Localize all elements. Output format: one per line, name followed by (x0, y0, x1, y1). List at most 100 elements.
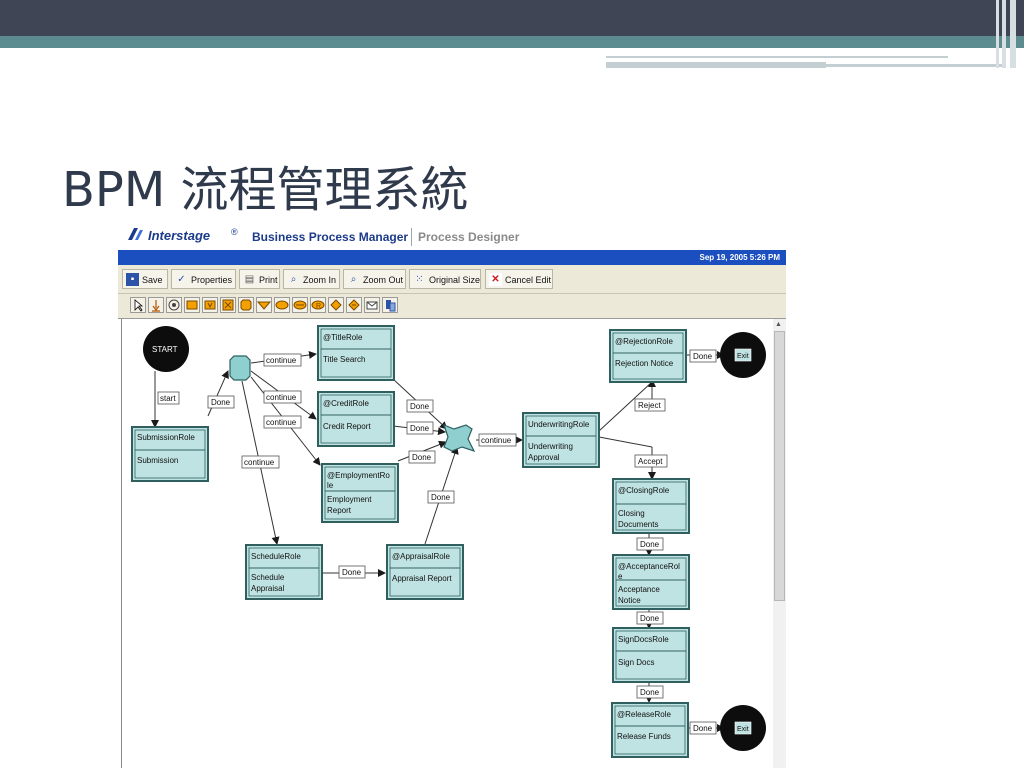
svg-text:Done: Done (410, 402, 430, 411)
edge-label-accept: Accept (634, 454, 668, 468)
edge-label-start: start (157, 391, 180, 405)
print-button[interactable]: ▤ Print (239, 269, 280, 289)
database-tool-icon[interactable] (382, 297, 398, 313)
node-employment[interactable]: @EmploymentRo le Employment Report (321, 463, 399, 523)
node-underwriting[interactable]: UnderwritingRole Underwriting Approval (522, 412, 600, 468)
start-node[interactable]: START (143, 326, 189, 372)
exit-node-rejection[interactable]: Exit (720, 332, 766, 378)
node-signdocs[interactable]: SignDocsRole Sign Docs (612, 627, 690, 683)
svg-text:Done: Done (410, 424, 430, 433)
node-closing[interactable]: @ClosingRole Closing Documents (612, 478, 690, 534)
svg-text:continue: continue (266, 418, 297, 427)
decision-tool-icon[interactable] (328, 297, 344, 313)
svg-text:Done: Done (431, 493, 451, 502)
chained-process-tool-icon[interactable] (292, 297, 308, 313)
svg-text:le: le (327, 481, 334, 490)
scroll-up-arrow-icon[interactable]: ▲ (775, 321, 782, 328)
edge-label-done-release: Done (689, 721, 717, 735)
svg-text:@CreditRole: @CreditRole (323, 399, 369, 408)
node-release[interactable]: @ReleaseRole Release Funds (611, 702, 689, 758)
node-submission[interactable]: SubmissionRole Submission (131, 426, 209, 482)
svg-text:Done: Done (693, 724, 713, 733)
and-node-tool-icon[interactable] (238, 297, 254, 313)
slide-header-bar (0, 0, 1024, 36)
slide-corner-bar-1 (996, 0, 999, 68)
voting-tool-icon[interactable] (202, 297, 218, 313)
svg-text:Title Search: Title Search (323, 355, 365, 364)
svg-text:Appraisal Report: Appraisal Report (392, 574, 452, 583)
original-size-button[interactable]: ⁙ Original Size (409, 269, 481, 289)
process-canvas[interactable]: .e{stroke:#333;stroke-width:1;fill:none;… (121, 319, 773, 768)
svg-text:Report: Report (327, 506, 352, 515)
svg-text:Credit Report: Credit Report (323, 422, 371, 431)
svg-text:Reject: Reject (638, 401, 661, 410)
edge-label-continue-employment: continue (263, 415, 302, 429)
edge-label-done-signdocs: Done (636, 685, 664, 699)
svg-text:Rejection Notice: Rejection Notice (615, 359, 674, 368)
and-join-node[interactable] (443, 423, 476, 453)
svg-text:@RejectionRole: @RejectionRole (615, 337, 673, 346)
cancel-edit-button[interactable]: ✕ Cancel Edit (485, 269, 553, 289)
arrow-tool-icon[interactable] (148, 297, 164, 313)
conditional-tool-icon[interactable] (256, 297, 272, 313)
slide-corner-bar-3 (1010, 0, 1016, 68)
shape-palette: R (118, 294, 786, 319)
edge-underwriting-reject (598, 381, 653, 432)
svg-text:ScheduleRole: ScheduleRole (251, 552, 301, 561)
or-node-tool-icon[interactable] (220, 297, 236, 313)
properties-button[interactable]: ✓ Properties (171, 269, 236, 289)
slide-header-band (0, 36, 1024, 48)
svg-text:@TitleRole: @TitleRole (323, 333, 363, 342)
edge-label-continue-schedule: continue (241, 455, 280, 469)
logo-text: Interstage (148, 228, 211, 243)
svg-text:UnderwritingRole: UnderwritingRole (528, 420, 590, 429)
activity-tool-icon[interactable] (184, 297, 200, 313)
svg-text:Notice: Notice (618, 596, 641, 605)
logo-registered-mark: ® (231, 227, 238, 237)
node-appraisal[interactable]: @AppraisalRole Appraisal Report (386, 544, 464, 600)
zoom-out-button[interactable]: ⌕ Zoom Out (343, 269, 406, 289)
svg-text:@ReleaseRole: @ReleaseRole (617, 710, 671, 719)
svg-text:Closing: Closing (618, 509, 645, 518)
svg-text:Approval: Approval (528, 453, 560, 462)
slide-accent-line-2 (606, 62, 826, 68)
and-split-node[interactable] (229, 355, 251, 381)
email-tool-icon[interactable] (364, 297, 380, 313)
select-tool-icon[interactable] (130, 297, 146, 313)
edge-label-reject: Reject (634, 398, 666, 412)
timer-tool-icon[interactable] (346, 297, 362, 313)
exit-node-release[interactable]: Exit (720, 705, 766, 751)
remote-process-tool-icon[interactable]: R (310, 297, 326, 313)
svg-text:SubmissionRole: SubmissionRole (137, 433, 195, 442)
node-rejection[interactable]: @RejectionRole Rejection Notice (609, 329, 687, 383)
edge-label-done-closing: Done (636, 537, 664, 551)
edge-submission-and (207, 370, 229, 417)
subprocess-tool-icon[interactable] (274, 297, 290, 313)
svg-text:Appraisal: Appraisal (251, 584, 285, 593)
node-title[interactable]: @TitleRole Title Search (317, 325, 395, 381)
edge-label-done-submission: Done (207, 395, 235, 409)
edge-label-done-title: Done (406, 399, 434, 413)
zoom-in-button[interactable]: ⌕ Zoom In (283, 269, 340, 289)
save-button[interactable]: ▪ Save (122, 269, 168, 289)
start-node-tool-icon[interactable] (166, 297, 182, 313)
svg-text:continue: continue (266, 356, 297, 365)
zoom-out-icon: ⌕ (350, 274, 357, 285)
svg-text:Exit: Exit (737, 726, 749, 733)
node-schedule[interactable]: ScheduleRole Schedule Appraisal (245, 544, 323, 600)
zoom-in-icon: ⌕ (290, 274, 297, 285)
slide-title: BPM 流程管理系統 (62, 162, 469, 218)
svg-text:Done: Done (640, 688, 660, 697)
node-acceptance[interactable]: @AcceptanceRol e Acceptance Notice (612, 554, 690, 610)
svg-text:R: R (316, 303, 321, 310)
node-credit[interactable]: @CreditRole Credit Report (317, 391, 395, 447)
edge-label-done-employment: Done (408, 450, 436, 464)
properties-icon: ✓ (177, 274, 186, 285)
svg-text:@AcceptanceRol: @AcceptanceRol (618, 562, 680, 571)
product-name: Business Process Manager (252, 230, 409, 244)
save-icon: ▪ (126, 273, 139, 286)
vertical-scrollbar[interactable]: ▲ (772, 319, 786, 768)
scrollbar-thumb[interactable] (774, 331, 785, 601)
interstage-logo-icon (128, 228, 143, 240)
svg-text:@EmploymentRo: @EmploymentRo (327, 471, 390, 480)
